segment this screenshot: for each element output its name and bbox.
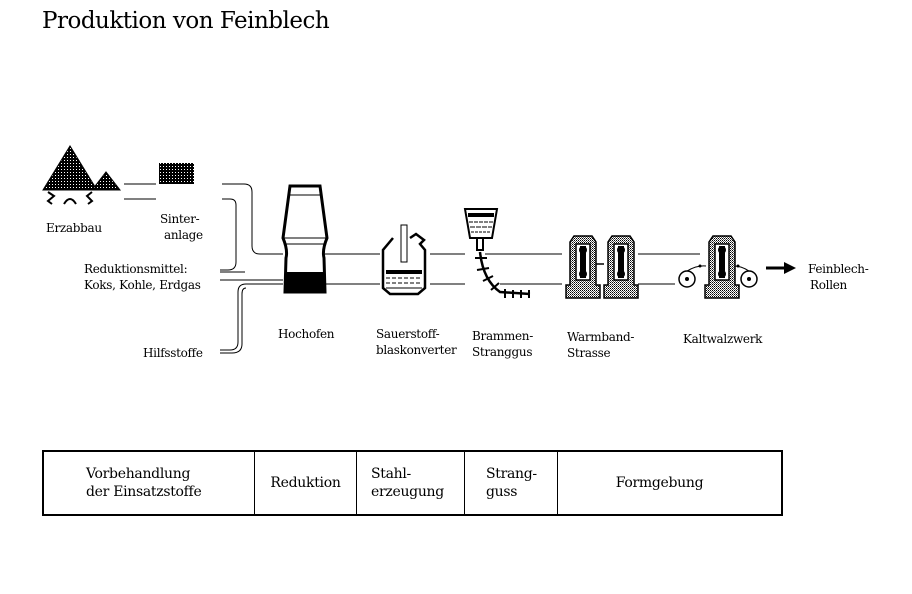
ore-mining-icon — [42, 145, 122, 205]
label-slab-casting-line1: Brammen- — [472, 329, 533, 343]
sinter-plant-icon — [159, 163, 194, 184]
diagram-title: Produktion von Feinblech — [42, 8, 330, 34]
slab-casting-icon — [463, 208, 531, 298]
hot-strip-mill-icon — [565, 235, 639, 299]
label-oxygen-converter-line1: Sauerstoff- — [376, 327, 440, 341]
flow-lines — [124, 183, 700, 354]
label-ore-mining: Erzabbau — [46, 221, 102, 235]
phase-continuous-casting: Strang- guss — [465, 452, 558, 514]
label-reducing-agents-line2: Koks, Kohle, Erdgas — [84, 278, 201, 292]
oxygen-converter-icon — [381, 224, 427, 296]
cold-rolling-mill-icon — [678, 235, 758, 299]
label-sinter-plant-line2: anlage — [164, 228, 203, 242]
label-hot-strip-mill-line2: Strasse — [567, 346, 611, 360]
label-output-line2: Rollen — [810, 278, 847, 292]
phase-pretreatment: Vorbehandlung der Einsatzstoffe — [44, 452, 255, 514]
label-sinter-plant-line1: Sinter- — [160, 212, 200, 226]
label-blast-furnace: Hochofen — [278, 327, 335, 341]
label-cold-rolling-mill: Kaltwalzwerk — [683, 332, 763, 346]
label-output-line1: Feinblech- — [808, 262, 869, 276]
label-slab-casting-line2: Stranggus — [472, 345, 533, 359]
label-reducing-agents-line1: Reduktionsmittel: — [84, 262, 188, 276]
phase-steelmaking: Stahl- erzeugung — [357, 452, 465, 514]
phase-bar: Vorbehandlung der Einsatzstoffe Reduktio… — [42, 450, 783, 516]
phase-reduction: Reduktion — [255, 452, 357, 514]
label-hot-strip-mill-line1: Warmband- — [567, 330, 635, 344]
output-arrow-icon — [766, 262, 796, 274]
label-oxygen-converter-line2: blaskonverter — [376, 343, 457, 357]
phase-forming: Formgebung — [615, 475, 704, 491]
label-auxiliaries: Hilfsstoffe — [143, 346, 203, 360]
blast-furnace-icon — [281, 184, 329, 294]
